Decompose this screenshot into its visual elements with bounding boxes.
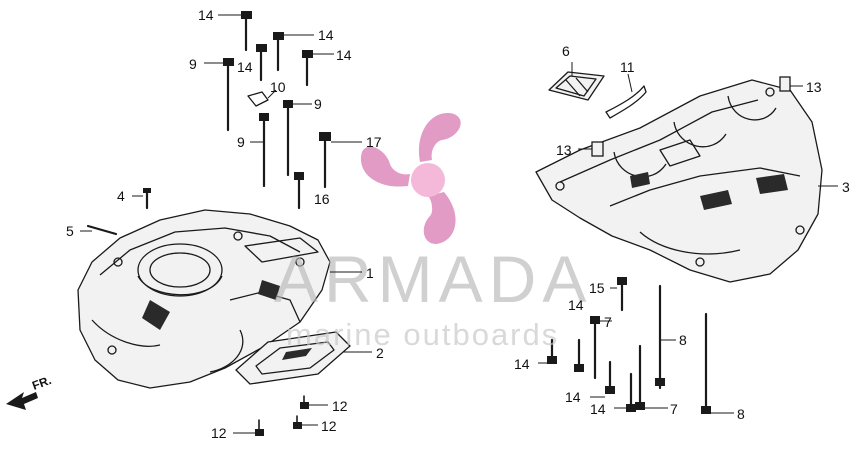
- callout-7: 7: [604, 314, 612, 330]
- callout-14: 14: [336, 47, 352, 63]
- callout-14: 14: [568, 297, 584, 313]
- callout-14: 14: [318, 27, 334, 43]
- callout-14: 14: [590, 401, 606, 417]
- leader-lines: [80, 14, 838, 434]
- callout-3: 3: [842, 179, 850, 195]
- callout-numbers: 14 14 14 14 9 10 9 9 17 16 4 5 1 2 12 12…: [66, 7, 850, 441]
- callout-12: 12: [211, 425, 227, 441]
- callout-10: 10: [270, 79, 286, 95]
- callout-14: 14: [565, 389, 581, 405]
- dowel-13-left: [591, 141, 604, 157]
- callout-17: 17: [366, 134, 382, 150]
- dowel-13-upper: [779, 76, 791, 92]
- callout-5: 5: [66, 223, 74, 239]
- callout-14: 14: [198, 7, 214, 23]
- callout-12: 12: [321, 418, 337, 434]
- callout-14: 14: [514, 356, 530, 372]
- callout-4: 4: [117, 188, 125, 204]
- callout-12: 12: [332, 398, 348, 414]
- callout-8: 8: [679, 332, 687, 348]
- bolt-set-upper-left: [223, 11, 331, 210]
- callout-15: 15: [589, 280, 605, 296]
- callout-1: 1: [366, 265, 374, 281]
- callout-7: 7: [670, 401, 678, 417]
- bolt-set-12: [255, 395, 309, 436]
- front-direction-arrow-icon: [6, 392, 38, 410]
- callout-9: 9: [237, 134, 245, 150]
- callout-8: 8: [737, 406, 745, 422]
- front-direction-label: FR.: [30, 373, 53, 393]
- callout-9: 9: [189, 56, 197, 72]
- seal-ring-11: [605, 85, 647, 119]
- dowel-pin: [86, 224, 118, 236]
- oil-screen-6: [548, 71, 605, 101]
- callout-11: 11: [620, 59, 635, 75]
- callout-16: 16: [314, 191, 330, 207]
- callout-2: 2: [376, 345, 384, 361]
- callout-14: 14: [237, 59, 253, 75]
- oil-strainer-plate: [235, 331, 351, 385]
- callout-9: 9: [314, 96, 322, 112]
- watermark-tagline: marine outboards: [286, 317, 559, 352]
- callout-13: 13: [556, 142, 572, 158]
- right-crankcase-assembly: [535, 79, 823, 283]
- watermark-brand: ARMADA: [274, 242, 592, 316]
- propeller-logo-icon: [360, 113, 461, 244]
- callout-13: 13: [806, 79, 822, 95]
- callout-6: 6: [562, 43, 570, 59]
- small-bolt-4: [143, 188, 151, 210]
- logo-hub: [411, 163, 445, 197]
- bolt-set-lower-right: [547, 277, 711, 414]
